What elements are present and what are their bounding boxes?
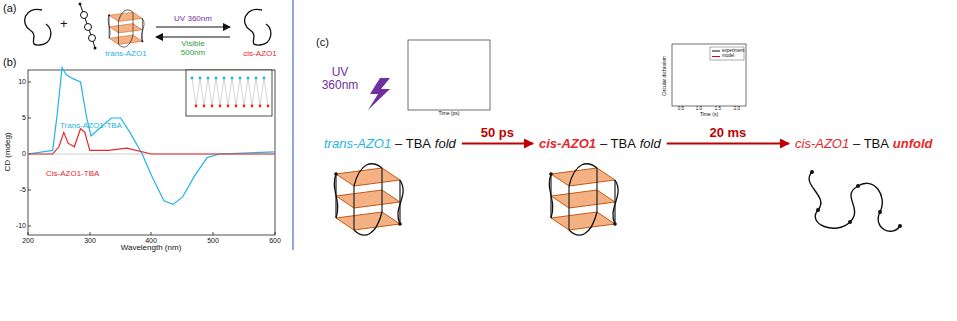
- switching-point: [195, 105, 198, 108]
- switching-point: [263, 77, 266, 80]
- legend-line-sample: [712, 51, 720, 52]
- legend-text: experiment: [722, 49, 744, 54]
- switching-point: [199, 77, 202, 80]
- switching-point: [223, 77, 226, 80]
- text-label: Circular dichroism: [662, 56, 668, 96]
- text-label: (b): [3, 56, 16, 68]
- reaction-arrow: [156, 37, 230, 38]
- text-label: 600: [269, 237, 281, 245]
- node-text: trans-AZO1: [324, 136, 391, 151]
- text-label: Time (s): [700, 112, 718, 118]
- legend-text: model: [722, 54, 734, 59]
- text-label: -10: [16, 222, 26, 230]
- cis-cd-curve: [28, 129, 275, 154]
- node-text: cis-AZO1: [539, 136, 596, 151]
- text-label: 400: [145, 237, 157, 245]
- node-text: fold: [640, 136, 661, 151]
- switching-point: [259, 105, 262, 108]
- cd-plot-frame: [28, 70, 275, 235]
- node-text: cis-AZO1: [243, 49, 276, 58]
- switching-point: [251, 105, 254, 108]
- text-label: Cis-AZO1-TBA: [46, 170, 99, 179]
- switching-point: [227, 105, 230, 108]
- node-text: – TBA: [853, 136, 889, 151]
- text-label: 10: [18, 78, 26, 86]
- step-inset-frame: [672, 44, 746, 106]
- node-text: trans-AZO1: [105, 49, 146, 58]
- text-label: 200: [22, 237, 34, 245]
- text-label: 0: [22, 150, 26, 158]
- arrow-label: UV 360nm: [173, 15, 213, 24]
- azo-ligand: [79, 3, 97, 50]
- arrow-label: 20 ms: [709, 126, 746, 140]
- arrow-label: 50 ps: [481, 126, 514, 140]
- text-label: -5: [20, 186, 26, 194]
- panel-divider: [292, 0, 293, 250]
- text-label: 1.0: [696, 107, 702, 112]
- text-label: 300: [84, 237, 96, 245]
- switching-point: [239, 77, 242, 80]
- switching-point: [231, 77, 234, 80]
- text-label: 500: [207, 237, 219, 245]
- text-label: CD (mdeg): [4, 132, 13, 171]
- text-label: +: [60, 17, 68, 31]
- reaction-arrow: [156, 27, 230, 28]
- unfolded-strand: [245, 9, 271, 45]
- text-label: Wavelength (nm): [121, 244, 182, 253]
- aptamer-strand: [25, 9, 51, 45]
- text-label: UV 360nm: [318, 66, 362, 92]
- switching-point: [207, 77, 210, 80]
- switching-trace: [192, 78, 268, 106]
- legend-line-sample: [712, 56, 720, 57]
- switching-point: [203, 105, 206, 108]
- switching-point: [267, 105, 270, 108]
- switching-point: [235, 105, 238, 108]
- switching-point: [219, 105, 222, 108]
- gquadruplex-drawing: [549, 164, 618, 235]
- state-node: cis-AZO1: [234, 6, 286, 58]
- state-node: trans-AZO1 – TBA fold: [322, 134, 458, 153]
- state-node: cis-AZO1 – TBA fold: [537, 134, 663, 153]
- node-text: – TBA: [395, 136, 431, 151]
- inset-legend-box: [710, 47, 744, 60]
- state-node: cis-AZO1 – TBA unfold: [793, 134, 935, 153]
- state-node: trans-AZO1: [100, 6, 152, 58]
- decay-inset-frame: [408, 40, 490, 110]
- node-text: unfold: [893, 136, 933, 151]
- text-label: Trans-AZO1-TBA: [60, 122, 122, 131]
- folded-complex: [108, 10, 144, 47]
- text-label: 2.0: [734, 107, 740, 112]
- text-label: (a): [3, 2, 16, 14]
- switching-point: [215, 77, 218, 80]
- lightning-symbol: [368, 78, 390, 110]
- switching-point: [247, 77, 250, 80]
- switching-point: [191, 77, 194, 80]
- node-text: fold: [435, 136, 456, 151]
- arrow-label: Visible 500nm: [171, 40, 215, 58]
- switching-point: [211, 105, 214, 108]
- text-label: 0.5: [678, 107, 684, 112]
- trans-cd-curve: [28, 68, 275, 205]
- gquadruplex-drawing: [334, 164, 403, 235]
- reaction-arrow: [667, 143, 789, 145]
- unfolded-strand: [809, 170, 902, 231]
- reaction-arrow: [462, 143, 533, 145]
- node-text: cis-AZO1: [795, 136, 849, 151]
- text-label: 5: [22, 114, 26, 122]
- text-label: 1.5: [715, 107, 721, 112]
- text-label: (c): [316, 36, 329, 48]
- node-text: – TBA: [600, 136, 636, 151]
- text-label: Time (ps): [439, 111, 460, 117]
- switching-point: [243, 105, 246, 108]
- switching-point: [255, 77, 258, 80]
